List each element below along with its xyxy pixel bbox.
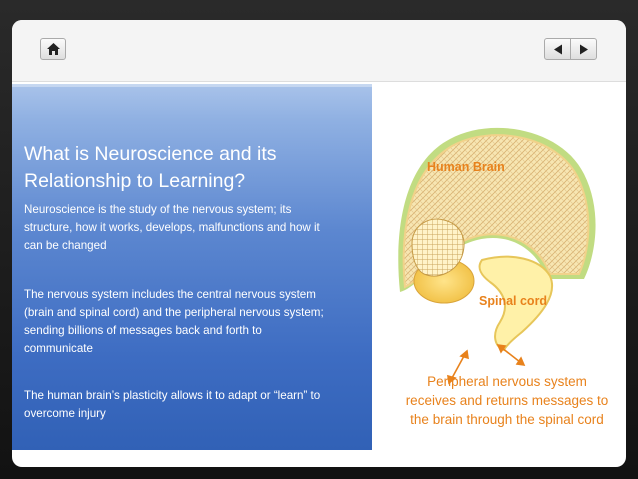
arrow-icon-right [496,344,526,366]
brain-diagram: Human Brain Spinal cord Peripheral nervo… [372,84,626,450]
brain-illustration [398,127,596,385]
diagram-caption: Peripheral nervous system receives and r… [405,374,609,427]
home-button[interactable] [40,38,66,60]
paragraph-brain-plasticity: The human brain’s plasticity allows it t… [24,389,321,420]
text-panel [12,84,372,450]
previous-slide-button[interactable] [544,38,571,60]
triangle-right-icon [580,44,588,55]
slide-navigation [544,38,597,60]
brain-label: Human Brain [427,160,505,174]
arrow-icon-left [447,349,469,385]
spinal-cord-label: Spinal cord [479,294,548,308]
next-slide-button[interactable] [570,38,597,60]
home-icon [47,43,60,55]
slide-title: What is Neuroscience and its Relationshi… [24,143,277,192]
slide-navbar [12,20,626,82]
triangle-left-icon [554,44,562,55]
paragraph-nervous-system: The nervous system includes the central … [24,288,324,355]
brainstem-shape [411,218,465,277]
paragraph-neuroscience-definition: Neuroscience is the study of the nervous… [24,203,320,252]
